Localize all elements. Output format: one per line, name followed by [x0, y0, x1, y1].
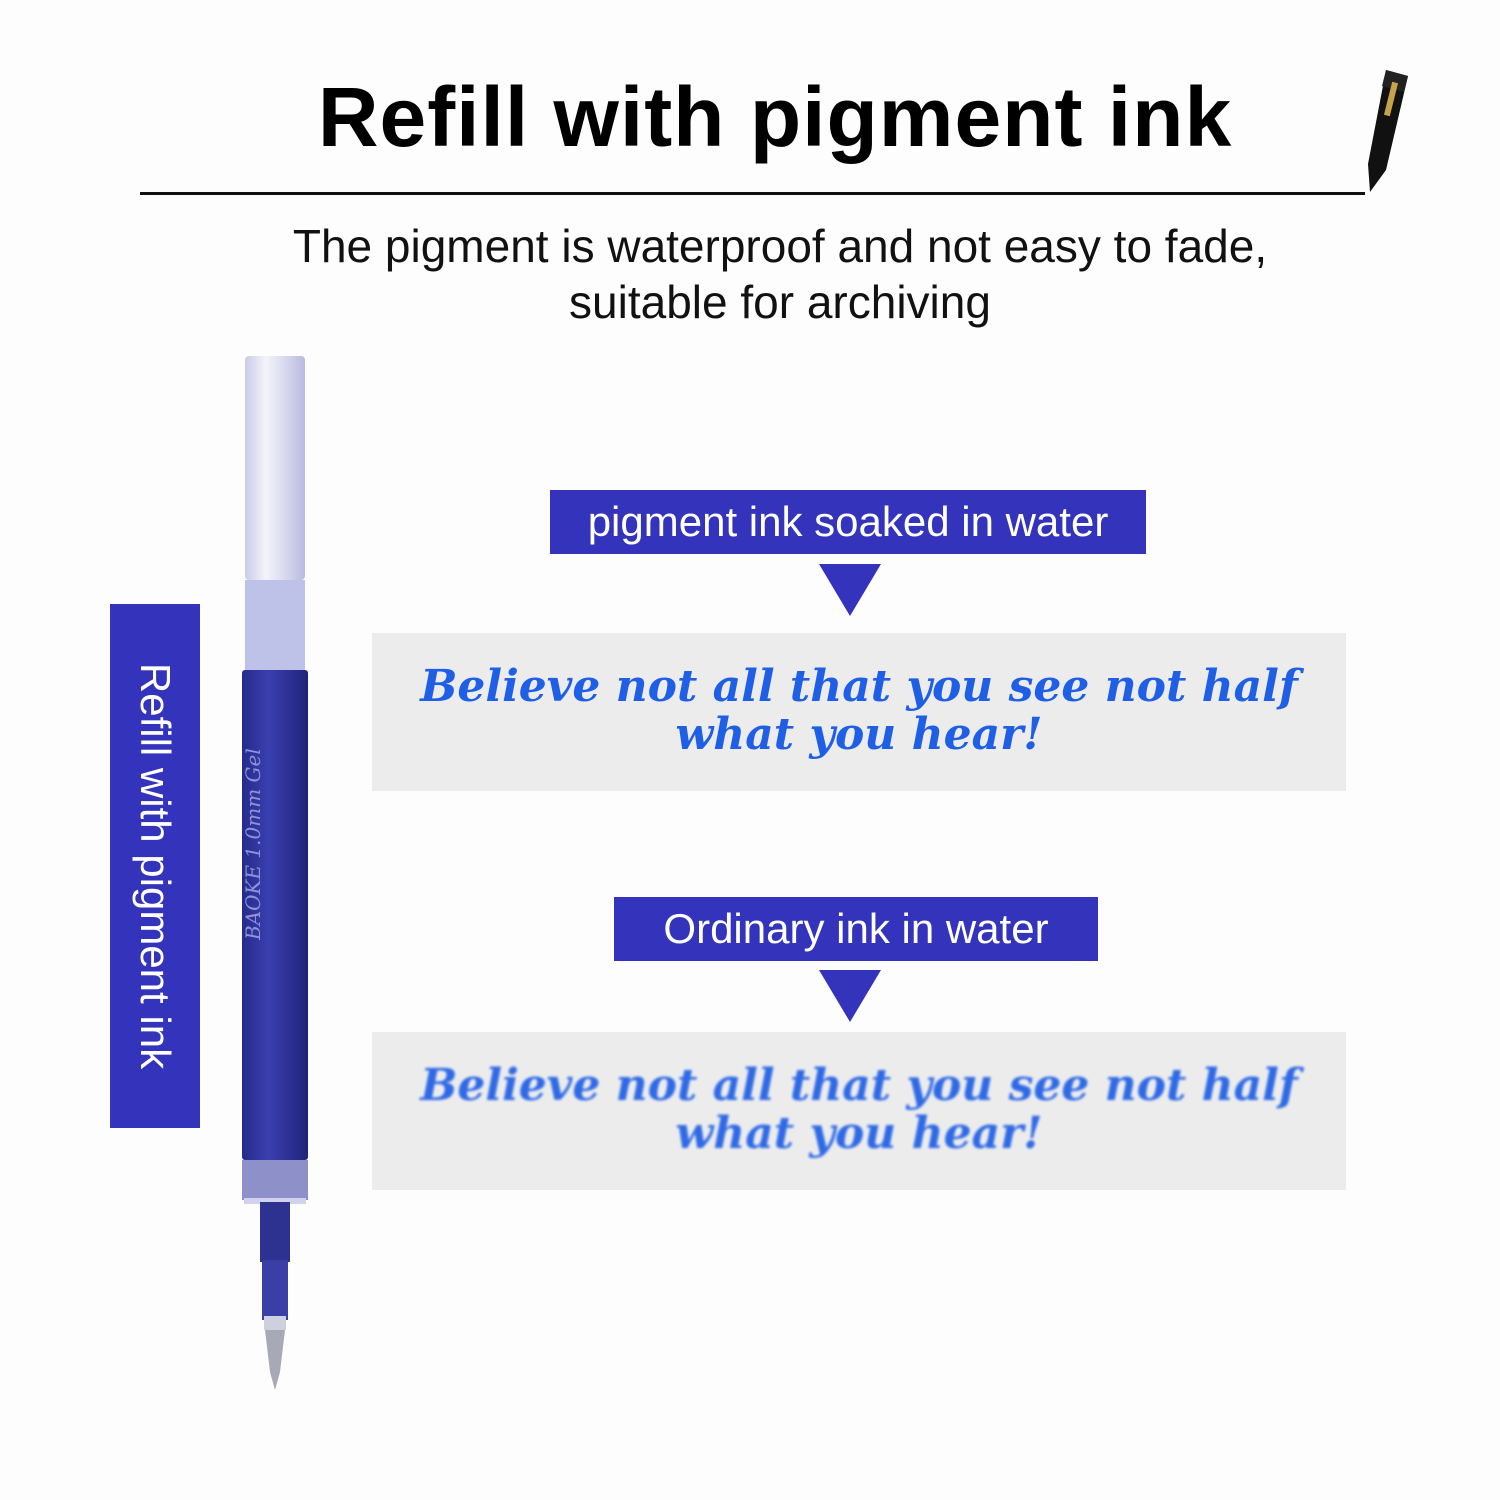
ordinary-ink-sample-panel: Believe not all that you see not half wh… [372, 1032, 1346, 1190]
refill-transition [245, 580, 305, 680]
pigment-ink-sample-panel: Believe not all that you see not half wh… [372, 633, 1346, 791]
ordinary-ink-tag: Ordinary ink in water [614, 897, 1098, 961]
refill-tip [265, 1330, 285, 1390]
sample-text-blurred: Believe not all that you see not half wh… [372, 1032, 1346, 1158]
refill-collar [242, 1160, 308, 1200]
pigment-ink-tag: pigment ink soaked in water [550, 490, 1146, 554]
side-label-text: Refill with pigment ink [132, 662, 179, 1070]
title-underline [140, 192, 1365, 195]
side-label-box: Refill with pigment ink [110, 604, 200, 1128]
pen-icon [1368, 70, 1408, 192]
subtitle: The pigment is waterproof and not easy t… [100, 218, 1460, 330]
sample-line-1: Believe not all that you see not half [420, 1060, 1298, 1111]
sample-line-2: what you hear! [675, 709, 1043, 760]
sample-line-2: what you hear! [675, 1108, 1043, 1159]
refill-neck [260, 1202, 290, 1262]
sample-line-1: Believe not all that you see not half [420, 661, 1298, 712]
refill-cap [245, 356, 305, 580]
down-arrow-icon [819, 564, 881, 616]
down-arrow-icon [819, 970, 881, 1022]
pen-refill-image: BAOKE 1.0mm Gel [241, 356, 308, 1390]
sample-text: Believe not all that you see not half wh… [372, 633, 1346, 759]
refill-ink-tube [242, 670, 308, 1160]
page-title: Refill with pigment ink [317, 70, 1233, 164]
subtitle-line-2: suitable for archiving [569, 276, 991, 328]
barrel-print: BAOKE 1.0mm Gel [241, 748, 265, 941]
subtitle-line-1: The pigment is waterproof and not easy t… [292, 220, 1268, 272]
